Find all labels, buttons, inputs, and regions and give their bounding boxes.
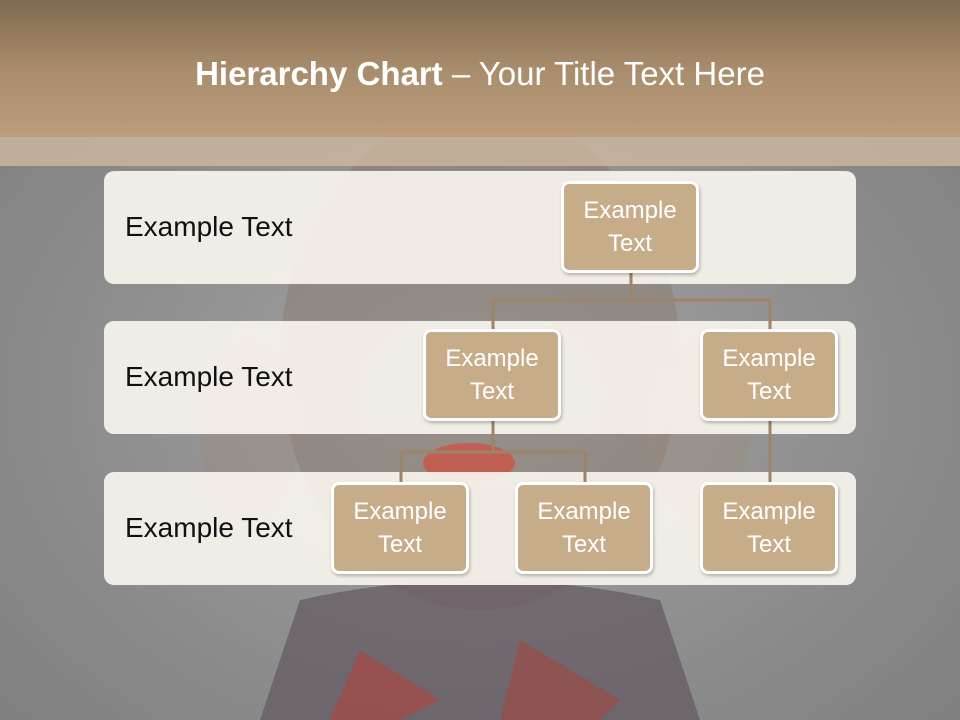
title-bar [0, 0, 960, 137]
title-rest: – Your Title Text Here [442, 55, 765, 92]
node-level3-b-label: Example Text [537, 498, 631, 558]
slide-title: Hierarchy Chart – Your Title Text Here [0, 52, 960, 96]
node-root-label: Example Text [583, 197, 677, 257]
level-label-1: Example Text [125, 211, 293, 242]
node-root: Example Text [561, 181, 699, 273]
level-label-3: Example Text [125, 512, 293, 543]
title-bar-strip [0, 137, 960, 166]
level-band-1 [104, 171, 856, 284]
node-level3-a-label: Example Text [353, 498, 447, 558]
connector-root-to-level2 [491, 273, 772, 329]
connector-left-to-level3 [399, 421, 587, 482]
node-level3-c-label: Example Text [722, 498, 816, 558]
title-bold-part: Hierarchy Chart [195, 55, 443, 92]
level-label-2: Example Text [125, 361, 293, 392]
node-level2-right: Example Text [700, 329, 838, 421]
node-level2-right-label: Example Text [722, 345, 816, 405]
node-level3-b: Example Text [515, 482, 653, 574]
node-level2-left-label: Example Text [445, 345, 539, 405]
node-level2-left: Example Text [423, 329, 561, 421]
node-level3-a: Example Text [331, 482, 469, 574]
node-level3-c: Example Text [700, 482, 838, 574]
